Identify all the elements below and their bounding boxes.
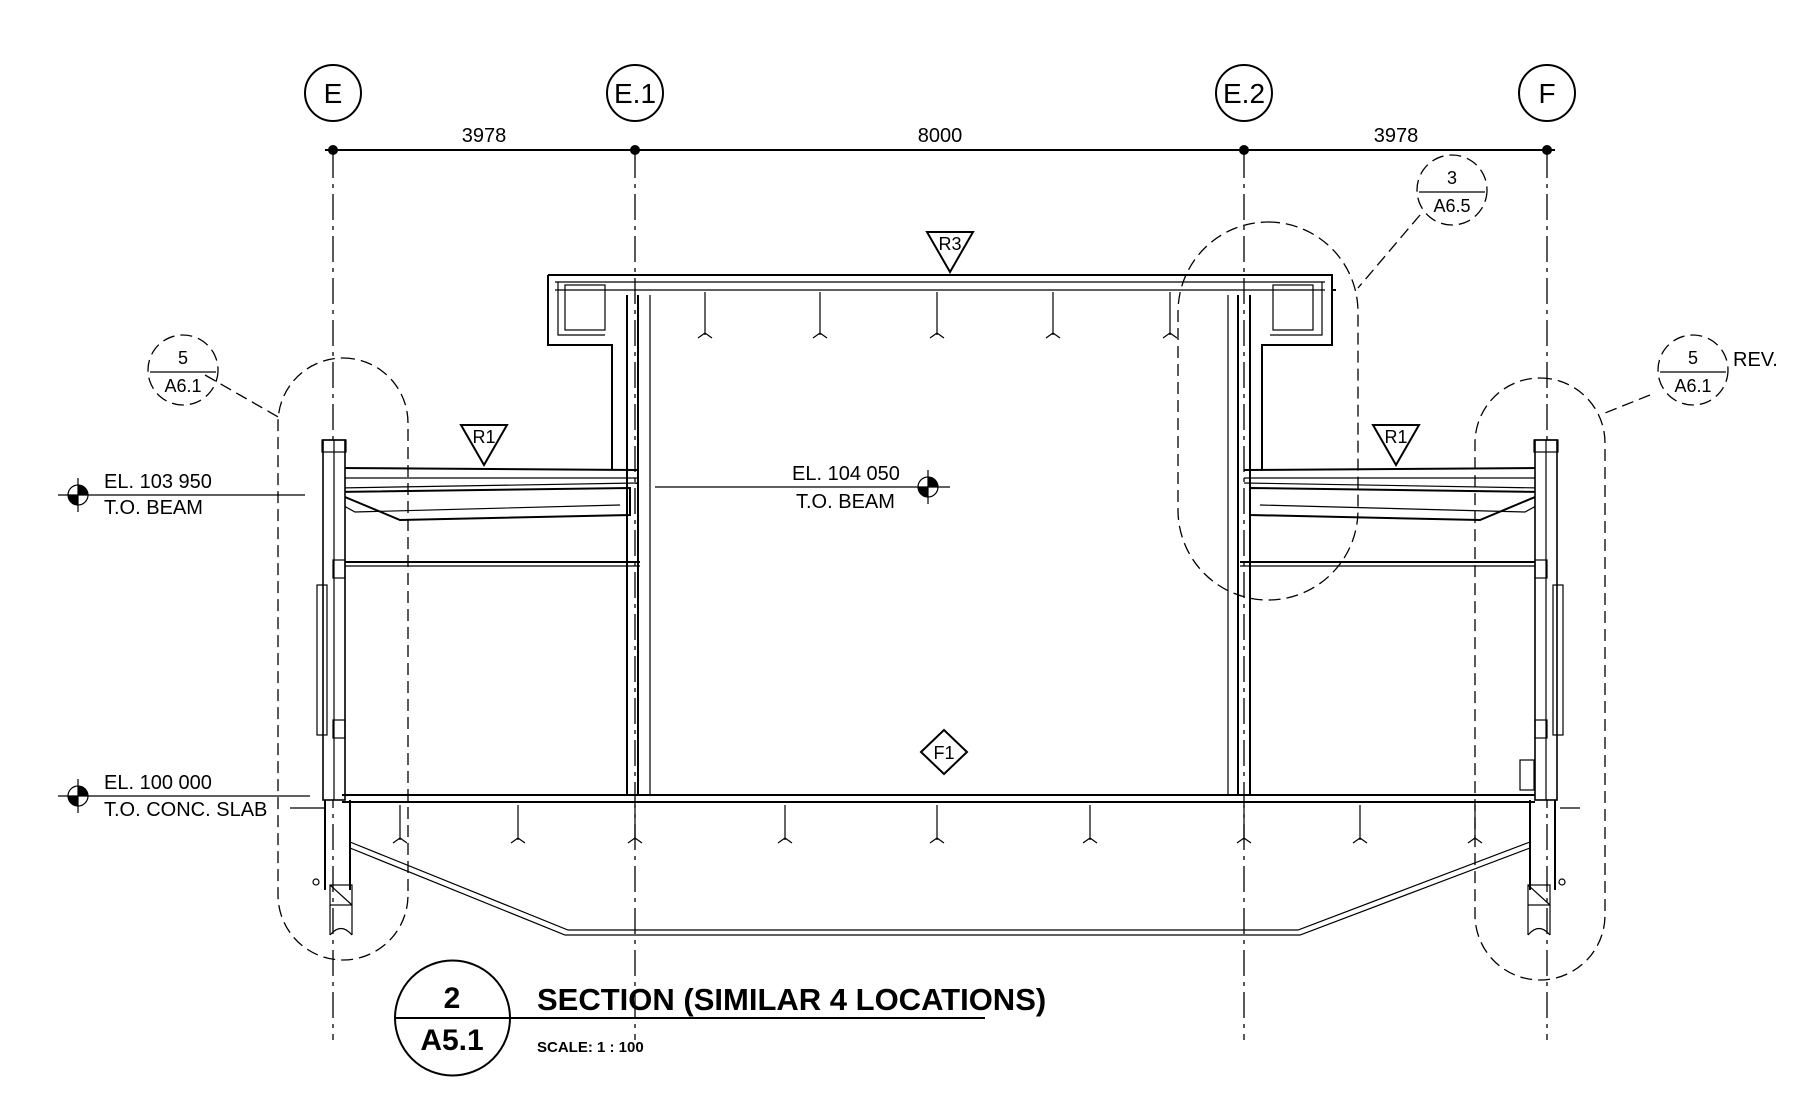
title-sheet-number: A5.1: [420, 1024, 483, 1057]
drawing-title: SECTION (SIMILAR 4 LOCATIONS): [537, 982, 1046, 1017]
detail-ref-left: 5 A6.1: [147, 334, 219, 406]
roof-tag-center-label: R3: [938, 234, 961, 254]
dimension-string: 3978 8000 3978: [325, 125, 1555, 155]
revision-note: REV.: [1733, 349, 1778, 371]
elevation-slab: EL. 100 000 T.O. CONC. SLAB: [58, 772, 310, 821]
lower-roof-left: [332, 467, 640, 567]
dimension-e-e1: 3978: [462, 125, 507, 147]
title-detail-number: 2: [444, 982, 461, 1015]
detail-ref-top-right-sheet: A6.5: [1433, 196, 1470, 216]
floor-slab: [290, 794, 1580, 936]
drawing-scale: SCALE: 1 : 100: [537, 1039, 644, 1056]
detail-callouts: [204, 214, 1651, 981]
detail-ref-top-right-num: 3: [1447, 168, 1457, 188]
roof-tag-right: R1: [1371, 424, 1421, 468]
detail-oval-left: [277, 357, 409, 961]
dimension-e1-e2: 8000: [918, 125, 963, 147]
foundation-left: [312, 800, 353, 936]
grid-bubble-f: F: [1518, 64, 1576, 122]
elevation-beam-center-desc: T.O. BEAM: [796, 491, 895, 513]
title-block: 2 A5.1 SECTION (SIMILAR 4 LOCATIONS) SCA…: [394, 959, 1046, 1077]
grid-lines: [332, 152, 1548, 1040]
grid-bubbles: E E.1 E.2 F: [304, 64, 1576, 122]
grid-label-e2: E.2: [1223, 78, 1265, 109]
exterior-wall-left: [316, 439, 347, 801]
elevation-beam-left-desc: T.O. BEAM: [104, 497, 203, 519]
detail-ref-right-sheet: A6.1: [1674, 376, 1711, 396]
elevation-beam-center: EL. 104 050 T.O. BEAM: [655, 463, 950, 513]
detail-ref-left-sheet: A6.1: [164, 376, 201, 396]
floor-joists: [392, 805, 1483, 844]
grid-label-f: F: [1538, 78, 1555, 109]
detail-ref-right-num: 5: [1688, 348, 1698, 368]
roof-tag-left-label: R1: [472, 427, 495, 447]
detail-oval-top-right: [1177, 221, 1359, 601]
dimension-e2-f: 3978: [1374, 125, 1419, 147]
detail-ref-left-num: 5: [178, 348, 188, 368]
detail-ref-top-right: 3 A6.5: [1416, 154, 1488, 226]
grid-label-e: E: [324, 78, 343, 109]
elevation-slab-value: EL. 100 000: [104, 772, 212, 794]
elevation-beam-left: EL. 103 950 T.O. BEAM: [58, 471, 305, 519]
floor-tag: F1: [919, 728, 969, 776]
interior-walls: [626, 295, 1251, 795]
upper-roof-joists: [697, 292, 1178, 339]
grid-bubble-e1: E.1: [606, 64, 664, 122]
exterior-wall-right: [1519, 439, 1564, 801]
roof-tag-center: R3: [925, 231, 975, 275]
detail-ref-right: 5 A6.1 REV.: [1657, 334, 1778, 406]
ground-profile: [349, 841, 1531, 931]
floor-tag-label: F1: [933, 743, 954, 763]
elevation-beam-left-value: EL. 103 950: [104, 471, 212, 493]
detail-oval-right: [1474, 377, 1606, 981]
upper-roof: [547, 274, 1336, 470]
roof-tag-right-label: R1: [1384, 427, 1407, 447]
lower-roof-right: [1240, 467, 1548, 567]
elevation-slab-desc: T.O. CONC. SLAB: [104, 799, 267, 821]
grid-bubble-e: E: [304, 64, 362, 122]
roof-tag-left: R1: [459, 424, 509, 468]
grid-label-e1: E.1: [614, 78, 656, 109]
elevation-beam-center-value: EL. 104 050: [792, 463, 900, 485]
foundation-right: [1527, 800, 1566, 936]
grid-bubble-e2: E.2: [1215, 64, 1273, 122]
